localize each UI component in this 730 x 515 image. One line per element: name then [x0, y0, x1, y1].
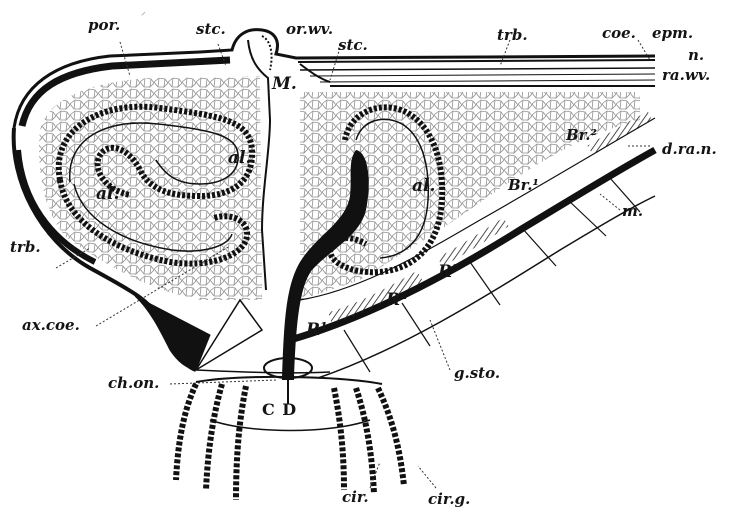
label-coe: coe.: [602, 26, 636, 41]
label-trb-left: trb.: [10, 240, 41, 255]
label-cir: cir.: [342, 490, 369, 505]
scan-noise-mark: ᐟ: [140, 12, 144, 22]
label-stc-right: stc.: [338, 38, 368, 53]
label-g-sto: g.sto.: [454, 366, 500, 381]
label-trb-top: trb.: [497, 28, 528, 43]
label-cir-g: cir.g.: [428, 492, 470, 507]
label-CD: C D: [262, 402, 297, 418]
label-n: n.: [688, 48, 704, 63]
label-al-center: al.: [228, 150, 251, 167]
label-R3: R³: [438, 264, 460, 281]
label-d-ra-n: d.ra.n.: [662, 142, 717, 157]
label-stc-left: stc.: [196, 22, 226, 37]
label-m: m.: [622, 204, 643, 219]
label-al-left: al.: [96, 186, 119, 203]
label-por: por.: [88, 18, 120, 33]
label-or-wv: or.wv.: [286, 22, 333, 37]
label-epm: epm.: [652, 26, 693, 41]
label-Br1: Br.¹: [508, 178, 539, 193]
label-ra-wv: ra.wv.: [662, 68, 710, 83]
cirri: [176, 377, 404, 500]
label-R1: R¹: [306, 322, 328, 339]
label-R2: R²: [386, 292, 408, 309]
label-ax-coe: ax.coe.: [22, 318, 80, 333]
label-Br2: Br.²: [566, 128, 597, 143]
label-al-right: al.: [412, 178, 435, 195]
label-ch-on: ch.on.: [108, 376, 159, 391]
label-M: M.: [272, 76, 297, 93]
dorsal-layers: [298, 60, 655, 86]
